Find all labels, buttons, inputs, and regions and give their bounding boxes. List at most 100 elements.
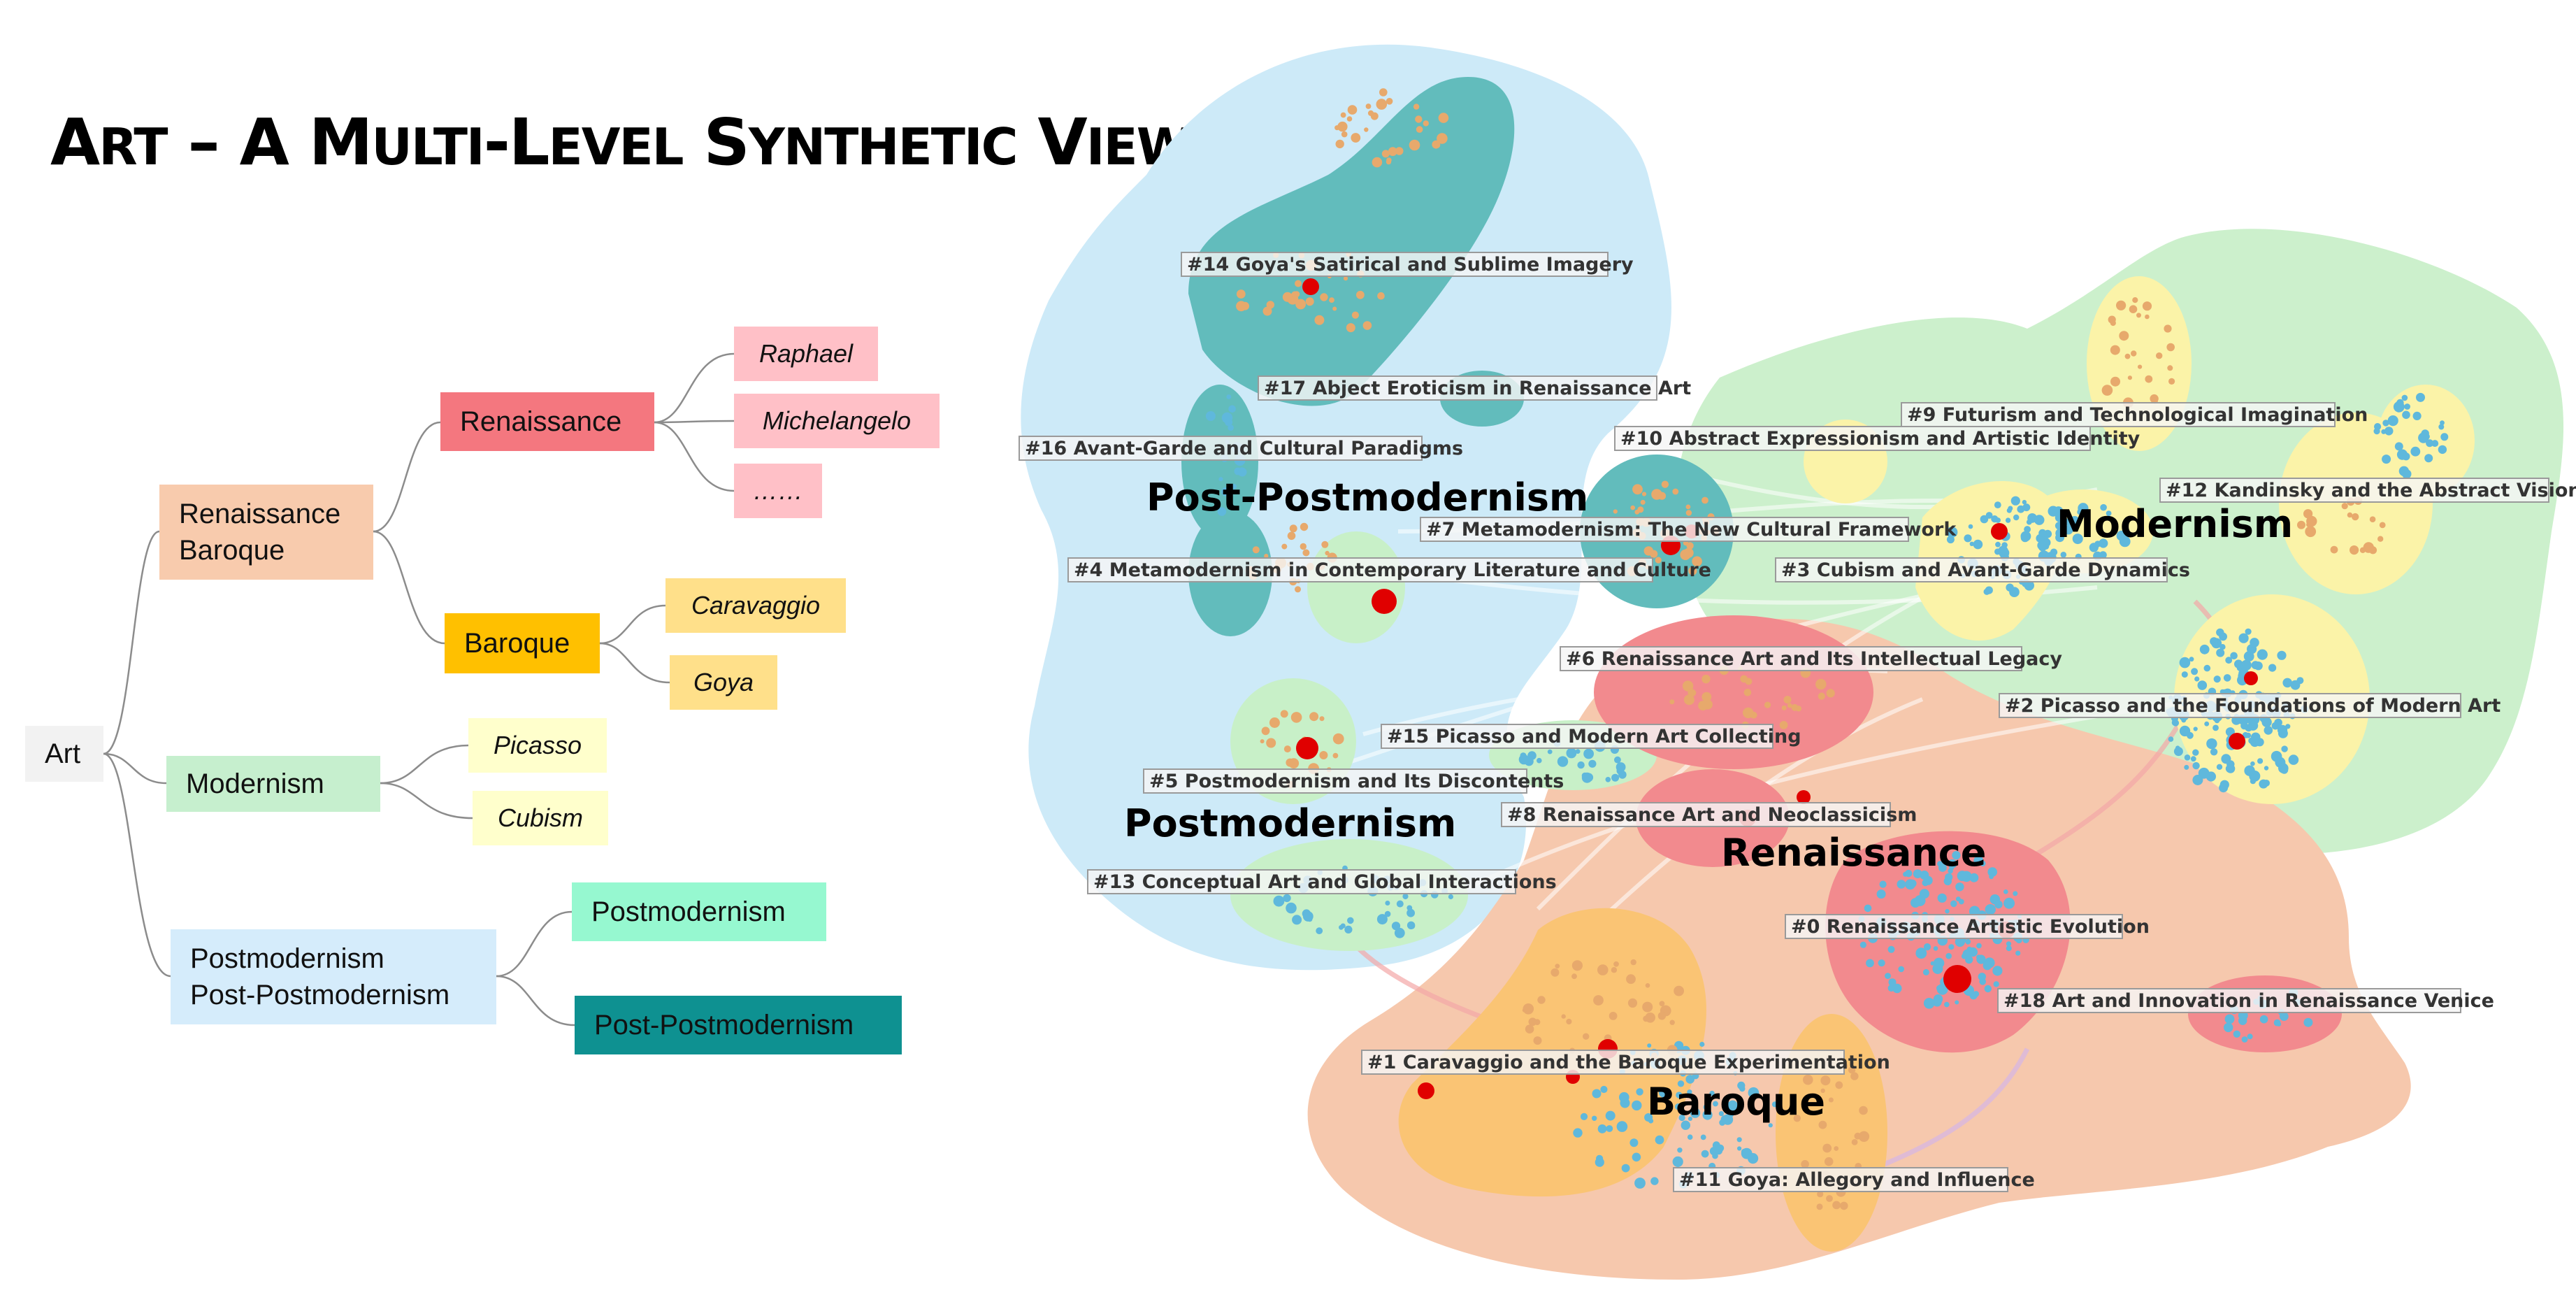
node-dot bbox=[2221, 754, 2231, 764]
node-dot bbox=[1319, 751, 1328, 759]
node-dot bbox=[1913, 869, 1922, 878]
node-dot bbox=[1835, 1081, 1843, 1089]
node-dot bbox=[1231, 484, 1237, 489]
node-dot bbox=[1945, 952, 1952, 959]
node-dot bbox=[1623, 1099, 1629, 1104]
node-dot bbox=[1820, 1088, 1825, 1094]
node-dot bbox=[1888, 978, 1897, 987]
node-dot bbox=[1692, 556, 1702, 567]
node-dot bbox=[2393, 401, 2405, 413]
node-dot bbox=[2055, 513, 2064, 522]
node-dot bbox=[1300, 522, 1309, 531]
node-dot bbox=[1713, 1101, 1718, 1107]
node-dot bbox=[2282, 678, 2292, 688]
node-dot bbox=[2204, 721, 2210, 727]
node-dot bbox=[1932, 997, 1942, 1007]
node-dot bbox=[1826, 689, 1835, 698]
node-dot bbox=[2127, 375, 2132, 380]
node-dot bbox=[1936, 985, 1943, 992]
node-dot bbox=[1932, 964, 1943, 974]
node-dot bbox=[1944, 1001, 1950, 1008]
node-dot bbox=[2005, 517, 2011, 523]
node-dot bbox=[1365, 103, 1372, 109]
node-dot bbox=[1597, 964, 1609, 975]
node-dot bbox=[1332, 733, 1344, 745]
node-dot bbox=[1606, 1125, 1613, 1132]
node-dot bbox=[1914, 895, 1926, 906]
cluster-label-4-text: #4 Metamodernism in Contemporary Literat… bbox=[1074, 559, 1711, 581]
node-dot bbox=[1703, 1104, 1709, 1110]
node-dot bbox=[1969, 873, 1979, 882]
node-dot bbox=[1709, 1147, 1719, 1156]
node-dot bbox=[1319, 716, 1325, 722]
node-dot bbox=[2064, 525, 2073, 535]
node-dot bbox=[2280, 766, 2289, 774]
node-dot bbox=[2003, 897, 2015, 909]
node-dot bbox=[1346, 323, 1355, 333]
node-dot bbox=[1743, 707, 1754, 719]
node-dot bbox=[1783, 696, 1792, 704]
node-dot bbox=[2261, 717, 2272, 728]
node-dot bbox=[2401, 394, 2408, 401]
node-dot bbox=[2101, 385, 2113, 396]
node-dot bbox=[1951, 860, 1957, 866]
node-dot bbox=[1650, 550, 1658, 558]
node-dot bbox=[1969, 541, 1974, 546]
node-dot bbox=[2377, 536, 2384, 542]
node-dot bbox=[1537, 757, 1542, 764]
node-dot bbox=[1648, 1118, 1654, 1124]
node-dot bbox=[1566, 1018, 1572, 1025]
cluster-label-4: #4 Metamodernism in Contemporary Literat… bbox=[1067, 557, 1711, 582]
cluster-label-17-text: #17 Abject Eroticism in Renaissance Art bbox=[1264, 378, 1691, 399]
node-dot bbox=[1236, 289, 1246, 299]
node-dot bbox=[1448, 894, 1453, 900]
node-dot bbox=[1295, 586, 1301, 593]
node-dot bbox=[1661, 480, 1669, 488]
node-dot bbox=[1985, 586, 1993, 594]
node-dot bbox=[2288, 754, 2299, 765]
node-dot bbox=[1677, 1147, 1683, 1153]
node-dot bbox=[1946, 527, 1958, 538]
node-dot bbox=[2257, 649, 2268, 660]
node-dot bbox=[1688, 566, 1697, 575]
node-dot bbox=[2223, 674, 2231, 682]
node-dot bbox=[2072, 534, 2083, 545]
node-dot bbox=[1396, 900, 1404, 908]
burst-node-dot bbox=[1296, 737, 1318, 759]
tree-leaf-goya: Goya bbox=[670, 655, 777, 710]
node-dot bbox=[1991, 515, 1999, 523]
node-dot bbox=[1316, 927, 1323, 935]
node-dot bbox=[1647, 1043, 1652, 1048]
node-dot bbox=[2008, 506, 2013, 511]
node-dot bbox=[2020, 531, 2031, 542]
node-dot bbox=[1575, 749, 1581, 754]
node-dot bbox=[2206, 738, 2217, 750]
cluster-labels: #14 Goya's Satirical and Sublime Imagery… bbox=[1019, 252, 2576, 1192]
node-dot bbox=[1945, 873, 1953, 882]
node-dot bbox=[2022, 499, 2027, 505]
node-dot bbox=[2048, 506, 2059, 517]
node-dot bbox=[2006, 945, 2012, 952]
node-dot bbox=[2255, 738, 2264, 747]
node-dot bbox=[1438, 113, 1449, 123]
cluster-label-2-text: #2 Picasso and the Foundations of Modern… bbox=[2005, 695, 2501, 717]
node-dot bbox=[1332, 752, 1339, 759]
burst-node-dot bbox=[1797, 790, 1811, 804]
node-dot bbox=[2168, 378, 2175, 385]
node-dot bbox=[1386, 98, 1393, 105]
node-dot bbox=[1385, 901, 1390, 906]
node-dot bbox=[1992, 966, 2003, 976]
node-dot bbox=[1637, 506, 1644, 513]
node-dot bbox=[1748, 1087, 1760, 1099]
node-dot bbox=[1630, 959, 1636, 966]
node-dot bbox=[2297, 520, 2305, 529]
node-dot bbox=[1600, 1085, 1608, 1094]
node-dot bbox=[1236, 301, 1246, 312]
node-dot bbox=[1675, 1103, 1682, 1110]
node-dot bbox=[1289, 524, 1297, 533]
node-dot bbox=[1437, 133, 1448, 144]
node-dot bbox=[2156, 352, 2163, 359]
node-dot bbox=[1968, 524, 1973, 529]
node-dot bbox=[2350, 545, 2359, 555]
tree-node-art: Art bbox=[25, 726, 103, 782]
